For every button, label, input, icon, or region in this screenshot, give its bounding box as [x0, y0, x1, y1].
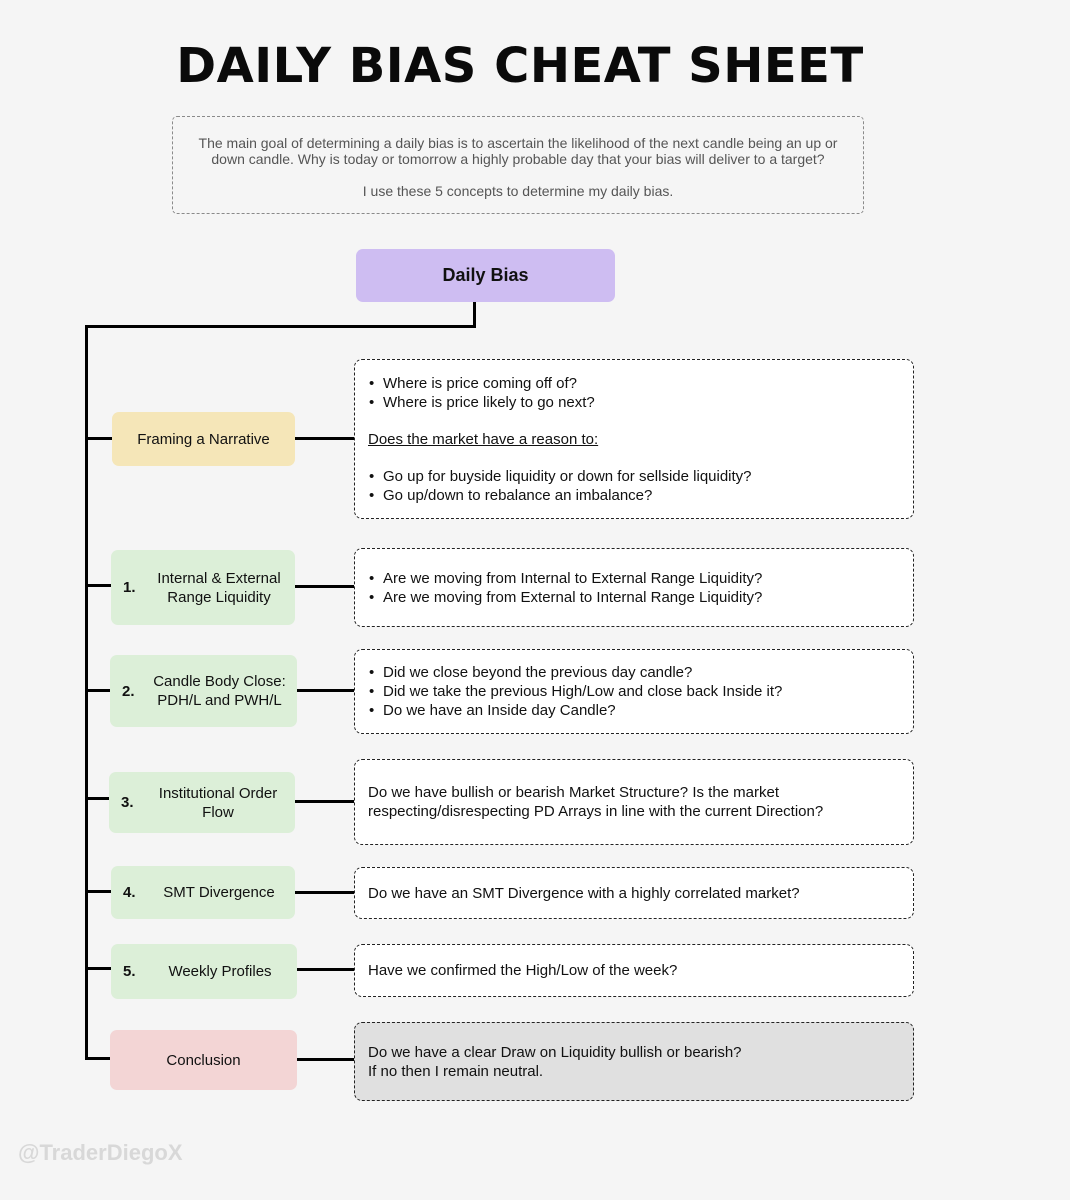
connector-branch-right: [295, 891, 354, 894]
bullet-item: Go up/down to rebalance an imbalance?: [368, 486, 913, 505]
node-label: Institutional Order Flow: [158, 784, 278, 821]
node-label: Candle Body Close: PDH/L and PWH/L: [153, 673, 286, 709]
connector-branch-left: [85, 967, 111, 970]
detail-text: Do we have bullish or bearish Market Str…: [368, 784, 824, 820]
node-internal-external-liquidity: 1. Internal & External Range Liquidity: [111, 550, 295, 625]
detail-box-internal-external-liquidity: Are we moving from Internal to External …: [354, 548, 914, 627]
connector-branch-left: [85, 689, 110, 692]
bullet-item: Go up for buyside liquidity or down for …: [368, 467, 913, 486]
node-conclusion: Conclusion: [110, 1030, 297, 1090]
node-label: Internal & External Range Liquidity: [157, 569, 281, 606]
detail-text: If no then I remain neutral.: [368, 1062, 544, 1080]
detail-box-smt-divergence: Do we have an SMT Divergence with a high…: [354, 867, 914, 919]
bullet-item: Did we close beyond the previous day can…: [368, 663, 913, 682]
node-number: 5.: [123, 963, 136, 980]
node-weekly-profiles: 5. Weekly Profiles: [111, 944, 297, 999]
detail-box-framing-narrative: Where is price coming off of? Where is p…: [354, 359, 914, 519]
connector-branch-left: [85, 890, 111, 893]
author-watermark: @TraderDiegoX: [18, 1140, 183, 1165]
node-smt-divergence: 4. SMT Divergence: [111, 866, 295, 919]
detail-text: Do we have an SMT Divergence with a high…: [368, 884, 800, 902]
bullet-item: Where is price likely to go next?: [368, 393, 913, 412]
connector-branch-left: [85, 437, 112, 440]
detail-box-candle-body-close: Did we close beyond the previous day can…: [354, 649, 914, 734]
connector-main-vertical: [85, 325, 88, 1060]
connector-branch-right: [297, 968, 354, 971]
connector-branch-right: [295, 585, 354, 588]
detail-text: Do we have a clear Draw on Liquidity bul…: [368, 1043, 742, 1061]
bullet-item: Did we take the previous High/Low and cl…: [368, 682, 913, 701]
bullet-item: Do we have an Inside day Candle?: [368, 701, 913, 720]
bullet-item: Are we moving from External to Internal …: [368, 588, 913, 607]
node-number: 1.: [123, 579, 136, 596]
underlined-question: Does the market have a reason to:: [368, 430, 599, 448]
connector-branch-left: [85, 797, 109, 800]
root-node-daily-bias: Daily Bias: [356, 249, 615, 302]
node-label: SMT Divergence: [163, 884, 275, 901]
detail-box-weekly-profiles: Have we confirmed the High/Low of the we…: [354, 944, 914, 997]
node-number: 2.: [122, 682, 135, 700]
bullet-item: Where is price coming off of?: [368, 374, 913, 393]
connector-branch-left: [85, 1057, 110, 1060]
detail-box-institutional-order-flow: Do we have bullish or bearish Market Str…: [354, 759, 914, 845]
node-number: 3.: [121, 794, 134, 811]
node-framing-narrative: Framing a Narrative: [112, 412, 295, 466]
node-label: Conclusion: [166, 1051, 241, 1069]
node-label: Weekly Profiles: [168, 963, 272, 980]
node-label: Framing a Narrative: [137, 430, 270, 448]
node-number: 4.: [123, 884, 136, 901]
detail-text: Have we confirmed the High/Low of the we…: [368, 962, 678, 979]
connector-root-down: [473, 302, 476, 328]
connector-branch-right: [295, 800, 354, 803]
bullet-item: Are we moving from Internal to External …: [368, 569, 913, 588]
page-title: DAILY BIAS CHEAT SHEET: [176, 38, 864, 94]
intro-concepts-text: I use these 5 concepts to determine my d…: [362, 183, 674, 199]
connector-branch-right: [295, 437, 354, 440]
connector-branch-right: [297, 1058, 354, 1061]
connector-branch-left: [85, 584, 111, 587]
node-institutional-order-flow: 3. Institutional Order Flow: [109, 772, 295, 833]
connector-branch-right: [297, 689, 354, 692]
root-node-label: Daily Bias: [442, 265, 529, 285]
node-candle-body-close: 2. Candle Body Close: PDH/L and PWH/L: [110, 655, 297, 727]
detail-box-conclusion: Do we have a clear Draw on Liquidity bul…: [354, 1022, 914, 1101]
intro-text: The main goal of determining a daily bia…: [198, 135, 838, 167]
intro-box: The main goal of determining a daily bia…: [172, 116, 864, 214]
connector-top-horizontal: [85, 325, 476, 328]
